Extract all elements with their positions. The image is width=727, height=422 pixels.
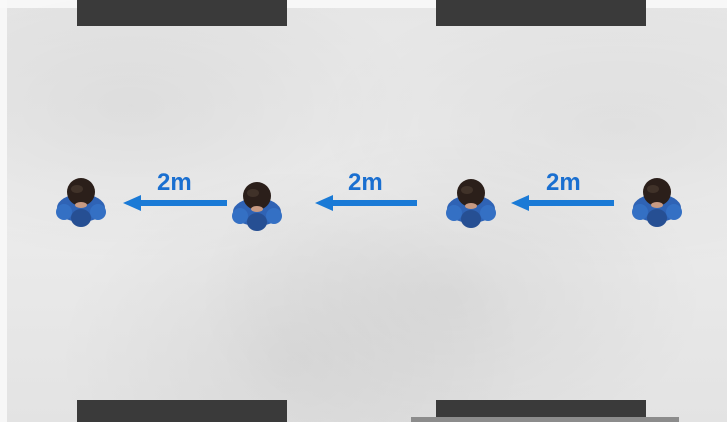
arrow-left-icon — [511, 195, 614, 211]
left-edge — [0, 0, 7, 422]
person-top-view-icon — [626, 172, 688, 234]
arrow-left-icon — [315, 195, 417, 211]
top-bar-right — [436, 0, 646, 26]
top-bar-left — [77, 0, 287, 26]
bottom-bar-left — [77, 400, 287, 422]
bottom-grey-strip — [411, 417, 679, 422]
person-top-view-icon — [226, 176, 288, 238]
arrow-left-icon — [123, 195, 227, 211]
distance-label: 2m — [348, 171, 383, 195]
distance-label: 2m — [157, 171, 192, 195]
person-top-view-icon — [50, 172, 112, 234]
person-top-view-icon — [440, 173, 502, 235]
distance-label: 2m — [546, 171, 581, 195]
